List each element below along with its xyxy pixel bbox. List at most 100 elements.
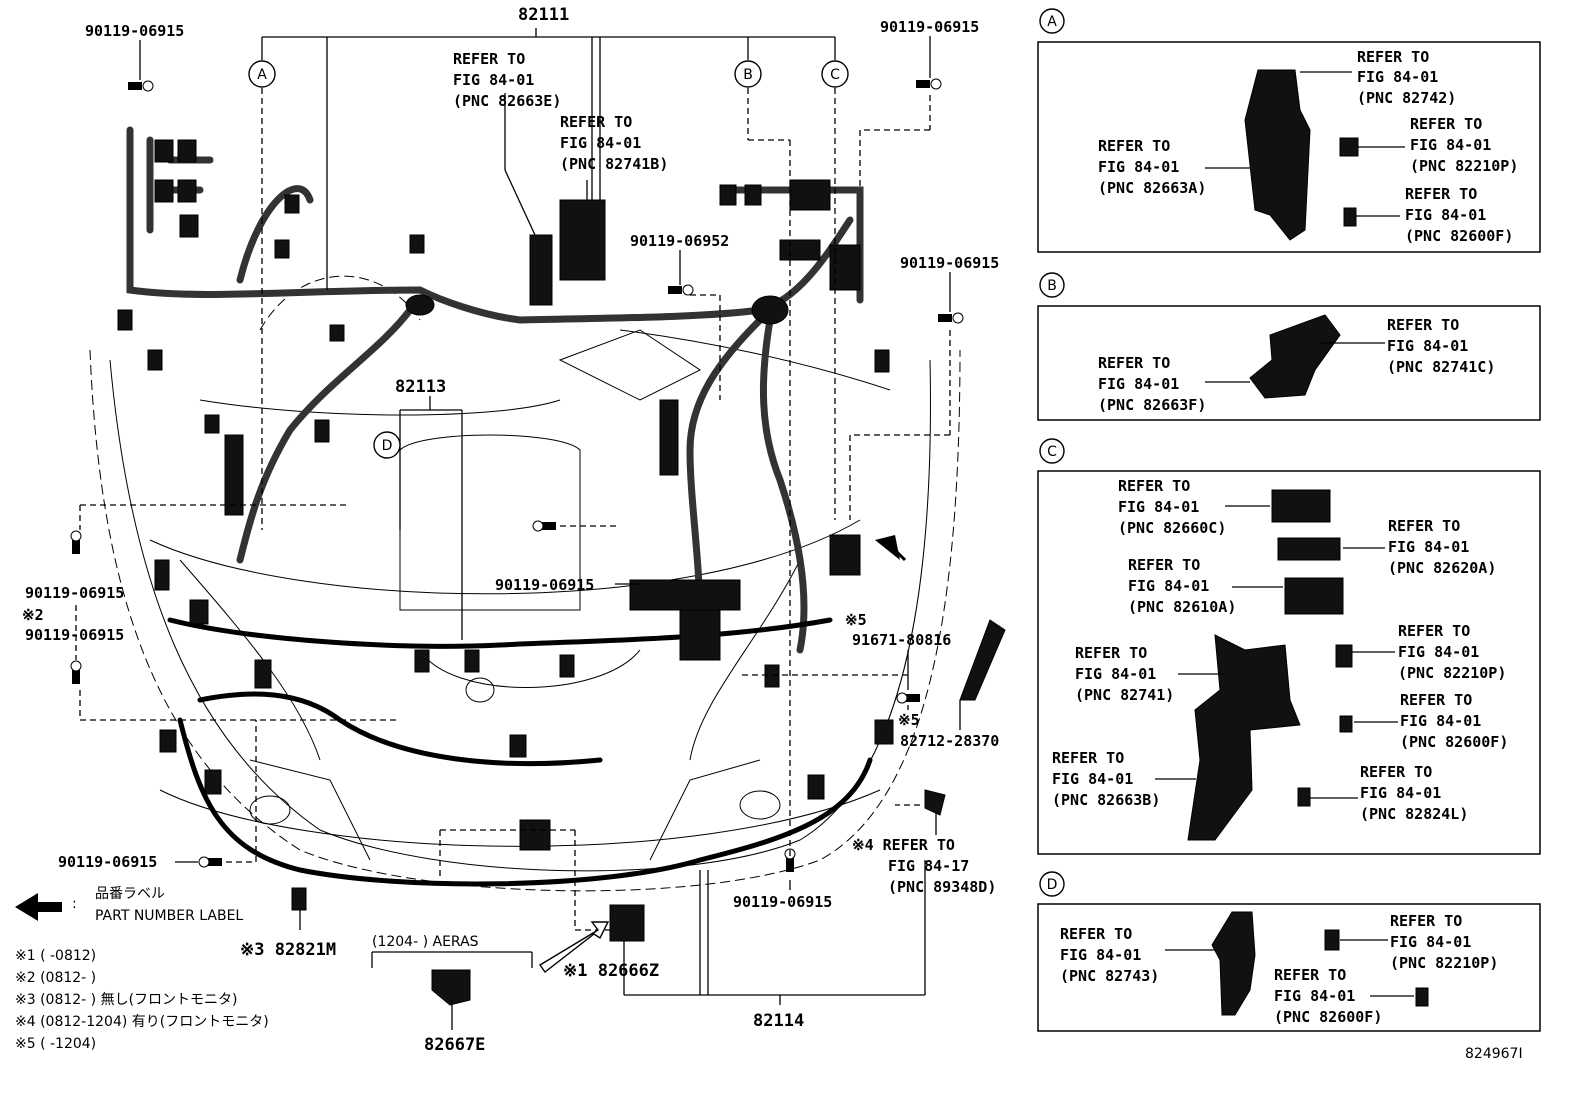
footnotes: ※1 ( -0812) ※2 (0812- ) ※3 (0812- ) 無し(フ… <box>15 948 269 1052</box>
panel-a-ref-82600f-l2: FIG 84-01 <box>1405 206 1486 224</box>
svg-text:A: A <box>257 67 267 83</box>
bolt-icon <box>128 80 154 92</box>
arrow-icon <box>538 921 610 973</box>
bolt-label-center: 90119-06915 <box>495 576 594 594</box>
panel-b-ref-82663f-l3: (PNC 82663F) <box>1098 396 1206 414</box>
leader-lines <box>75 28 961 1030</box>
panel-a-ref-82210p-l1: REFER TO <box>1410 115 1482 133</box>
panel-c-ref-82610a-l1: REFER TO <box>1128 556 1200 574</box>
panel-b: B REFER TO FIG 84-01 (PNC 82741C) REFER … <box>1037 272 1541 421</box>
panel-a-ref-82742-l1: REFER TO <box>1357 48 1429 66</box>
ref-82663e-l2: FIG 84-01 <box>453 71 534 89</box>
bolt-icon <box>896 692 920 704</box>
ref-82741b-l2: FIG 84-01 <box>560 134 641 152</box>
svg-text:C: C <box>1047 444 1057 460</box>
panel-b-ref-82663f-l1: REFER TO <box>1098 354 1170 372</box>
clip-89348d <box>924 789 946 816</box>
panel-c-ref-82663b-l1: REFER TO <box>1052 749 1124 767</box>
panel-c-ref-82660c-l1: REFER TO <box>1118 477 1190 495</box>
panel-c-ref-82600f-l2: FIG 84-01 <box>1400 712 1481 730</box>
panel-a-ref-82600f-l3: (PNC 82600F) <box>1405 227 1513 245</box>
panel-d-ref-82210p-l1: REFER TO <box>1390 912 1462 930</box>
bolt-icon <box>916 78 942 90</box>
panel-c-ref-82824l-l3: (PNC 82824L) <box>1360 805 1468 823</box>
bolt-icon <box>198 856 222 868</box>
panel-d-ref-82743-l2: FIG 84-01 <box>1060 946 1141 964</box>
part-number-82114: 82114 <box>753 1011 804 1031</box>
panel-d-ref-82210p-l3: (PNC 82210P) <box>1390 954 1498 972</box>
ref-89348d-l1: ※4 REFER TO <box>852 836 955 854</box>
bolt-label-bl: 90119-06915 <box>58 853 157 871</box>
bracket-label-82712: 82712-28370 <box>900 732 999 750</box>
connectors <box>117 139 894 1006</box>
panel-c-ref-82660c-l2: FIG 84-01 <box>1118 498 1199 516</box>
bracket-82712 <box>959 619 1006 701</box>
bolt-icon <box>938 312 964 324</box>
callout-d: D <box>373 431 401 459</box>
panel-d-ref-82600f-l1: REFER TO <box>1274 966 1346 984</box>
panel-c-ref-82741-l1: REFER TO <box>1075 644 1147 662</box>
figure-id: 824967I <box>1465 1046 1523 1062</box>
panel-a-ref-82210p-l2: FIG 84-01 <box>1410 136 1491 154</box>
clip-label-91671: 91671-80816 <box>852 631 951 649</box>
panel-d-ref-82600f-l3: (PNC 82600F) <box>1274 1008 1382 1026</box>
part-number-82667e: 82667E <box>424 1035 485 1055</box>
panel-b-ref-82741c-l2: FIG 84-01 <box>1387 337 1468 355</box>
bolt-label-l2: 90119-06915 <box>25 626 124 644</box>
panel-d-ref-82600f-l2: FIG 84-01 <box>1274 987 1355 1005</box>
ref-89348d-l3: (PNC 89348D) <box>888 878 996 896</box>
callout-b: B <box>734 60 762 88</box>
svg-text:A: A <box>1047 14 1057 30</box>
callout-c: C <box>821 60 849 88</box>
note-5b-mark: ※5 <box>898 711 920 729</box>
panel-c-ref-82620a-l3: (PNC 82620A) <box>1388 559 1496 577</box>
part-number-82666z: ※1 82666Z <box>563 961 659 981</box>
legend-en: PART NUMBER LABEL <box>95 908 243 924</box>
footnote-1: ※1 ( -0812) <box>15 948 96 964</box>
panel-c-ref-82663b-l2: FIG 84-01 <box>1052 770 1133 788</box>
panel-d-ref-82210p-l2: FIG 84-01 <box>1390 933 1471 951</box>
part-number-82821m: ※3 82821M <box>240 940 336 960</box>
panel-c-ref-82210p-l1: REFER TO <box>1398 622 1470 640</box>
panel-d-ref-82743-l1: REFER TO <box>1060 925 1132 943</box>
ref-82741b-l3: (PNC 82741B) <box>560 155 668 173</box>
panel-a-ref-82210p-l3: (PNC 82210P) <box>1410 157 1518 175</box>
panel-c-ref-82610a-l3: (PNC 82610A) <box>1128 598 1236 616</box>
ref-82663e-l3: (PNC 82663E) <box>453 92 561 110</box>
footnote-2: ※2 (0812- ) <box>15 970 96 986</box>
ref-89348d-l2: FIG 84-17 <box>888 857 969 875</box>
bolt-icon <box>70 660 82 684</box>
panel-b-ref-82741c-l3: (PNC 82741C) <box>1387 358 1495 376</box>
bolt-label-bc: 90119-06915 <box>733 893 832 911</box>
panel-a-ref-82663a-l2: FIG 84-01 <box>1098 158 1179 176</box>
ref-82663e-l1: REFER TO <box>453 50 525 68</box>
panel-c: C REFER TO FIG 84-01 (PNC 82660C) REFER … <box>1037 438 1541 855</box>
footnote-3: ※3 (0812- ) 無し(フロントモニタ) <box>15 992 238 1008</box>
footnote-4: ※4 (0812-1204) 有り(フロントモニタ) <box>15 1014 269 1030</box>
panel-a-ref-82663a-l1: REFER TO <box>1098 137 1170 155</box>
car-body-outline <box>89 275 961 892</box>
panel-c-ref-82620a-l2: FIG 84-01 <box>1388 538 1469 556</box>
panel-c-ref-82620a-l1: REFER TO <box>1388 517 1460 535</box>
panel-c-ref-82660c-l3: (PNC 82660C) <box>1118 519 1226 537</box>
panel-d: D REFER TO FIG 84-01 (PNC 82743) REFER T… <box>1037 871 1541 1032</box>
bolt-label-l1: 90119-06915 <box>25 584 124 602</box>
svg-text:D: D <box>1047 877 1058 893</box>
note-2-mark: ※2 <box>22 606 44 624</box>
panel-b-ref-82741c-l1: REFER TO <box>1387 316 1459 334</box>
panel-a-ref-82663a-l3: (PNC 82663A) <box>1098 179 1206 197</box>
panel-c-ref-82210p-l3: (PNC 82210P) <box>1398 664 1506 682</box>
panel-d-ref-82743-l3: (PNC 82743) <box>1060 967 1159 985</box>
part-number-82111: 82111 <box>518 5 569 25</box>
bolt-label-tl: 90119-06915 <box>85 22 184 40</box>
panel-a: A REFER TO FIG 84-01 (PNC 82742) REFER T… <box>1037 8 1541 253</box>
panel-a-ref-82742-l2: FIG 84-01 <box>1357 68 1438 86</box>
aeras-label: (1204- ) AERAS <box>372 934 479 950</box>
panel-c-ref-82600f-l3: (PNC 82600F) <box>1400 733 1508 751</box>
bolts <box>70 78 964 872</box>
panel-c-ref-82610a-l2: FIG 84-01 <box>1128 577 1209 595</box>
arrow-icon <box>883 538 907 562</box>
legend-jp: 品番ラベル <box>95 886 165 902</box>
bolt-icon <box>70 530 82 554</box>
